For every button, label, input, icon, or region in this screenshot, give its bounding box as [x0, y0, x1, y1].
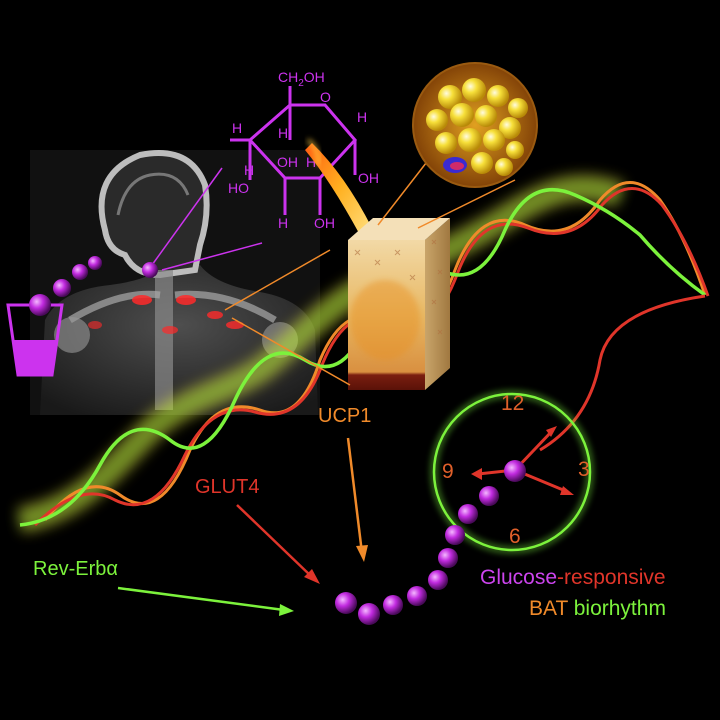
- caption-bat: BAT: [529, 597, 568, 620]
- ucp1-label: UCP1: [318, 405, 371, 427]
- caption: Glucose-responsive BAT biorhythm: [480, 566, 666, 620]
- ch2oh-suffix: OH: [304, 69, 325, 85]
- glut4-label: GLUT4: [195, 476, 259, 498]
- oh-label-c4: OH: [277, 154, 298, 170]
- clock-12-label: 12: [501, 392, 524, 415]
- ch2oh-subscript: 2: [298, 78, 304, 89]
- adipocyte-zoom-circle: [412, 62, 538, 188]
- svg-text:Glucose-responsive: Glucose-responsive: [480, 566, 666, 589]
- h-label-c3: H: [306, 154, 316, 170]
- h-label-c5: H: [232, 120, 242, 136]
- ct-scan-image: [30, 150, 320, 415]
- clock: 12 3 6 9: [429, 389, 595, 555]
- ring-oxygen-label: O: [320, 89, 331, 105]
- ho-label: HO: [228, 180, 249, 196]
- h-label-c4-top: H: [278, 125, 288, 141]
- glucose-bead-chain: [29, 256, 526, 625]
- flame-streak: [305, 143, 372, 235]
- clock-face: [432, 392, 592, 552]
- svg-text:CH2OH: CH2OH: [278, 69, 325, 89]
- oh-label-c2: OH: [314, 215, 335, 231]
- glucose-molecule-labels: CH2OH O H H H H OH H OH HO H OH: [228, 69, 379, 231]
- h-label-c5-bottom: H: [244, 162, 254, 178]
- oh-label-c1: OH: [358, 170, 379, 186]
- svg-text:BAT biorhythm: BAT biorhythm: [529, 597, 666, 620]
- ch2oh-label: CH: [278, 69, 298, 85]
- caption-responsive: -responsive: [557, 566, 666, 589]
- h-label-c3-bottom: H: [278, 215, 288, 231]
- clock-9-label: 9: [442, 460, 454, 483]
- caption-glucose: Glucose: [480, 566, 557, 589]
- arrows: [117, 437, 368, 616]
- rev-erb-label: Rev-Erbα: [33, 558, 118, 580]
- h-label-c1: H: [357, 109, 367, 125]
- clock-6-label: 6: [509, 525, 521, 548]
- glucose-molecule: [230, 86, 358, 215]
- bat-tissue-block: [348, 218, 450, 390]
- caption-biorhythm: biorhythm: [568, 597, 666, 620]
- clock-3-label: 3: [578, 458, 590, 481]
